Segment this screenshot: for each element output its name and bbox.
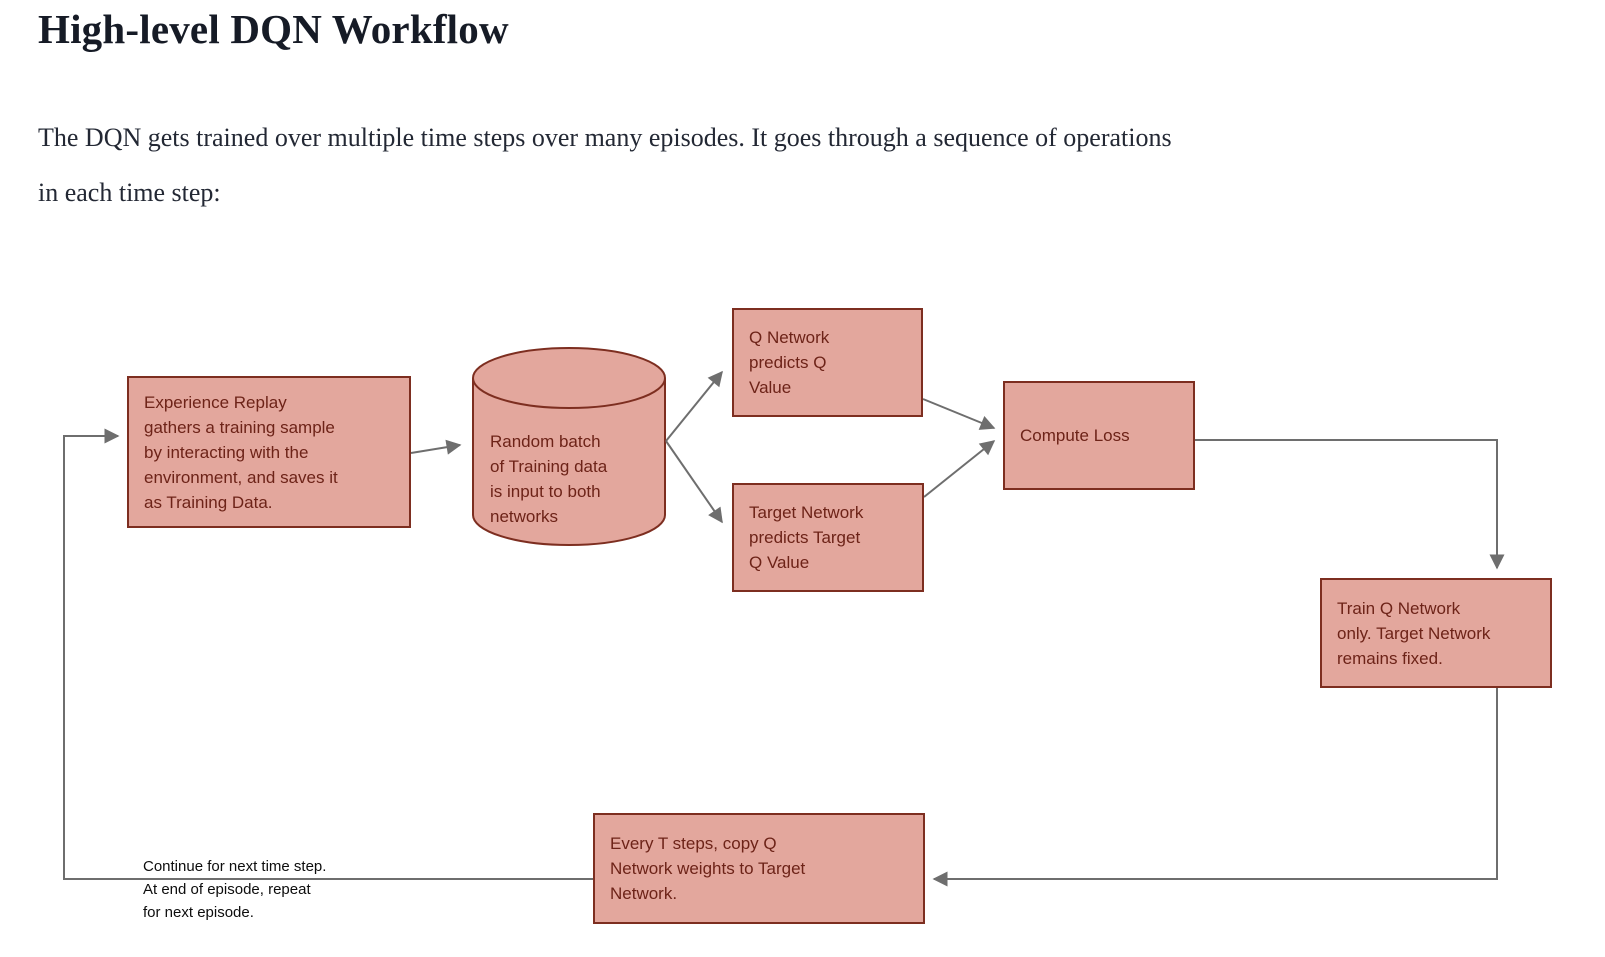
node-train-q-network-label: Train Q Network only. Target Network rem… bbox=[1337, 598, 1491, 668]
node-train-q-network: Train Q Network only. Target Network rem… bbox=[1320, 578, 1552, 688]
arrow-target-network-to-compute-loss bbox=[923, 440, 996, 498]
arrow-batch-to-target-network bbox=[665, 440, 723, 524]
node-target-network: Target Network predicts Target Q Value bbox=[732, 483, 924, 592]
node-compute-loss-label: Compute Loss bbox=[1020, 426, 1130, 445]
page-title: High-level DQN Workflow bbox=[38, 6, 509, 52]
node-q-network: Q Network predicts Q Value bbox=[732, 308, 923, 417]
node-q-network-label: Q Network predicts Q Value bbox=[749, 328, 830, 397]
arrow-q-network-to-compute-loss bbox=[922, 398, 996, 430]
node-experience-replay: Experience Replay gathers a training sam… bbox=[127, 376, 411, 528]
arrow-batch-to-q-network bbox=[665, 370, 723, 442]
arrow-loop-to-experience-replay bbox=[63, 428, 593, 880]
loop-note-line-2: At end of episode, repeat bbox=[143, 881, 311, 898]
node-copy-weights: Every T steps, copy Q Network weights to… bbox=[593, 813, 925, 924]
intro-paragraph: The DQN gets trained over multiple time … bbox=[38, 123, 1172, 207]
node-copy-weights-label: Every T steps, copy Q Network weights to… bbox=[610, 834, 806, 903]
database-cylinder-shape bbox=[472, 347, 666, 546]
loop-note-line-1: Continue for next time step. bbox=[143, 858, 327, 875]
node-target-network-label: Target Network predicts Target Q Value bbox=[749, 503, 864, 572]
node-random-batch-label: Random batch of Training data is input t… bbox=[490, 432, 608, 526]
node-compute-loss: Compute Loss bbox=[1003, 381, 1195, 490]
arrow-compute-loss-to-train bbox=[1195, 439, 1505, 570]
loop-note: Continue for next time step. At end of e… bbox=[143, 855, 326, 924]
loop-note-line-3: for next episode. bbox=[143, 904, 254, 921]
node-experience-replay-label: Experience Replay gathers a training sam… bbox=[144, 392, 338, 512]
arrow-train-to-copy-weights bbox=[932, 688, 1498, 887]
arrow-experience-replay-to-batch bbox=[410, 439, 462, 455]
